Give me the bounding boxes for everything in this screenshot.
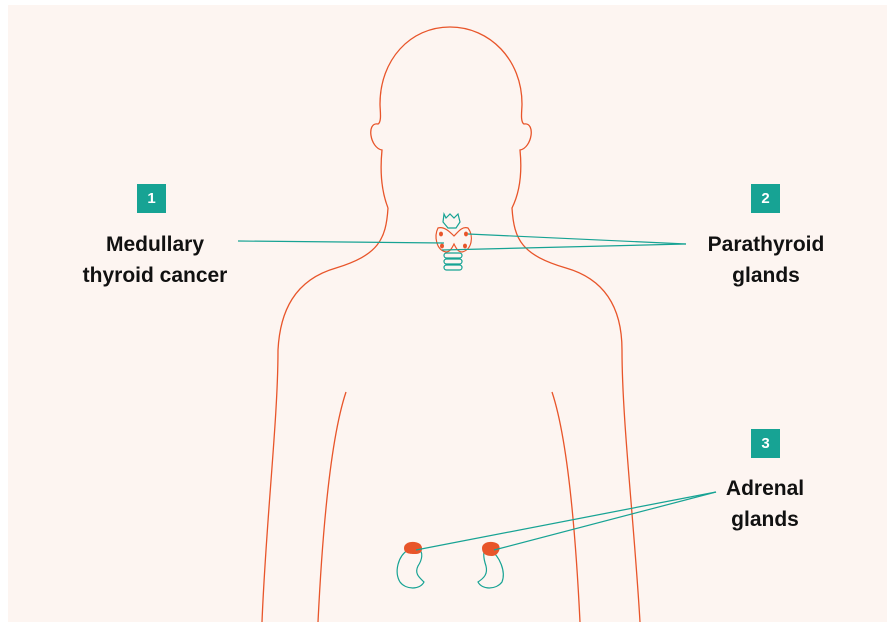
leader-line-3a [416, 492, 716, 550]
left-arm-line [318, 392, 346, 622]
callout-1-label: Medullary thyroid cancer [70, 229, 240, 291]
trachea-ring [444, 253, 462, 258]
trachea-ring [444, 259, 462, 264]
parathyroid-dot [463, 244, 467, 249]
adrenal-gland [404, 542, 422, 554]
parathyroid-dot [464, 232, 468, 237]
leader-line-1 [238, 241, 444, 243]
callout-3-line-2: glands [705, 504, 825, 535]
callout-2-line-2: glands [686, 260, 846, 291]
thyroid-gland [436, 214, 471, 270]
callout-3-label: Adrenal glands [705, 473, 825, 535]
callout-2-badge: 2 [751, 184, 780, 213]
callout-2-label: Parathyroid glands [686, 229, 846, 291]
parathyroid-dot [440, 244, 444, 249]
body-outline [262, 27, 640, 622]
callout-3-badge: 3 [751, 429, 780, 458]
trachea-ring [444, 265, 462, 270]
callout-1-line-2: thyroid cancer [70, 260, 240, 291]
callout-3-line-1: Adrenal [705, 473, 825, 504]
parathyroid-dot [439, 232, 443, 237]
callout-2-line-1: Parathyroid [686, 229, 846, 260]
larynx-shape [443, 214, 460, 228]
leader-line-2b [442, 244, 686, 250]
leader-line-2a [468, 234, 686, 244]
callout-1-badge: 1 [137, 184, 166, 213]
thyroid-lobes [436, 228, 471, 252]
right-arm-line [552, 392, 580, 622]
callout-1-line-1: Medullary [70, 229, 240, 260]
leader-line-3b [494, 492, 716, 550]
